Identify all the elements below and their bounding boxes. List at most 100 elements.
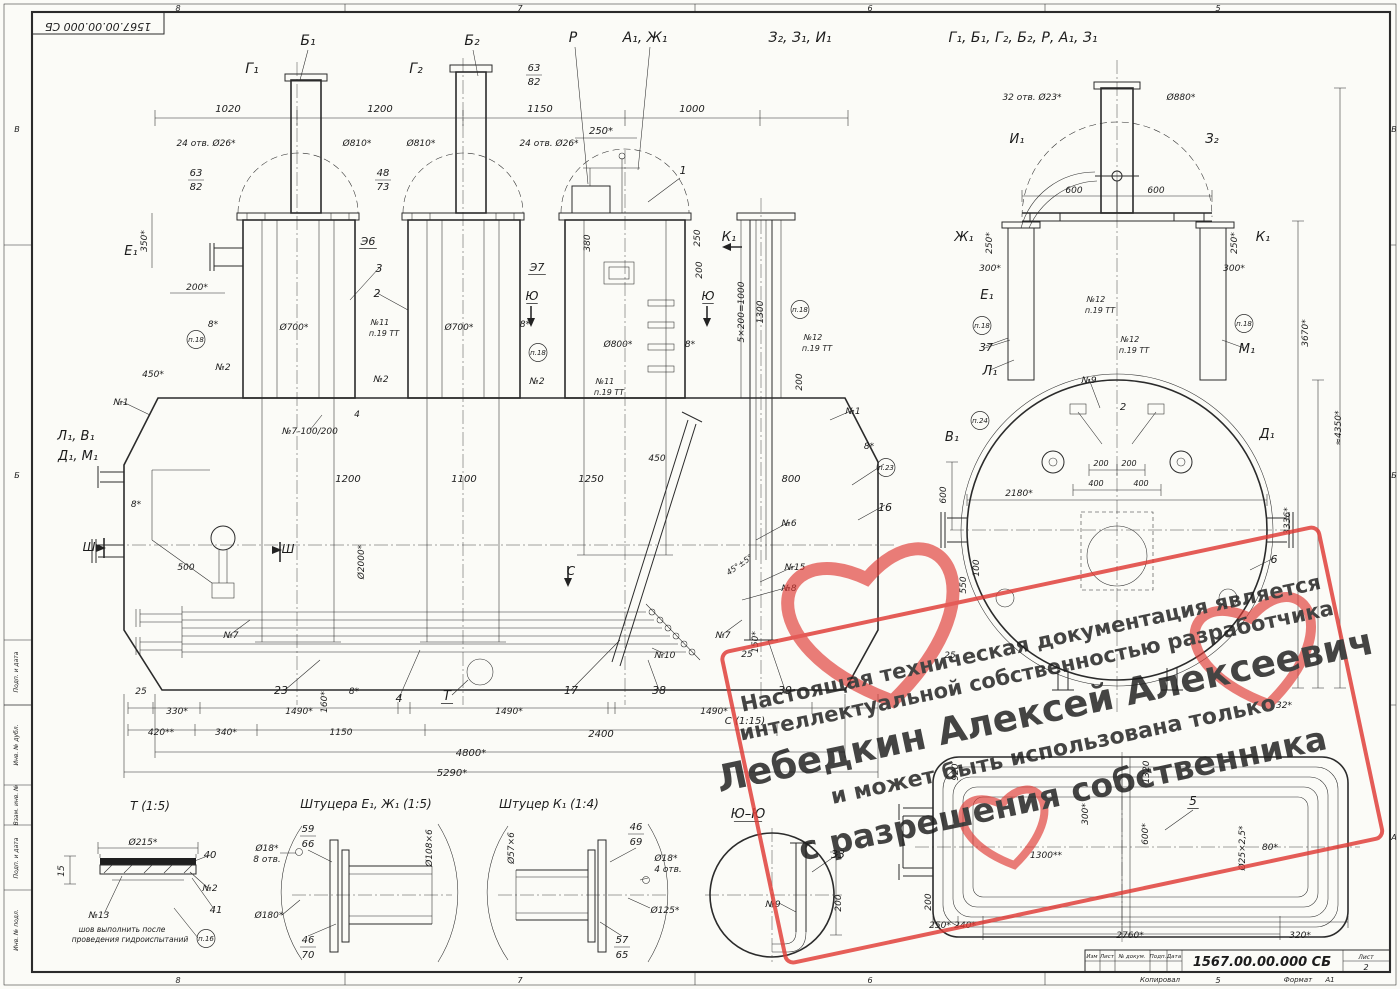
heart-icon — [781, 542, 960, 709]
view-label: Ю–Ю — [731, 807, 766, 822]
dim: 250* — [589, 126, 613, 137]
nozzle-label: Л₁ — [982, 364, 998, 379]
dim: 3670* — [1301, 319, 1311, 347]
item-no: 2 — [1120, 402, 1126, 413]
titleblock-col-izm: Изм — [1086, 954, 1097, 960]
item-no: 63 — [190, 168, 203, 179]
weld-note: №10 — [654, 651, 676, 661]
dim: 450* — [142, 370, 164, 380]
item-no: 63 — [528, 63, 541, 74]
dim: 2180* — [1005, 489, 1033, 499]
dim: 200 — [1121, 459, 1136, 468]
dim: 250* — [985, 232, 995, 254]
dim: 8 отв. — [253, 855, 281, 865]
weld-note: №1 — [112, 398, 128, 408]
callout-circle — [186, 330, 206, 349]
item-no: 59 — [302, 824, 315, 835]
heart-icon — [1189, 592, 1316, 711]
format-value: А1 — [1324, 976, 1334, 984]
dim: 24 отв. Ø26* — [519, 138, 579, 149]
dim: Ø25×2,5* — [1237, 825, 1248, 871]
section-label: Э7 — [529, 261, 545, 274]
item-no: 82 — [528, 77, 541, 88]
dim: 920 — [951, 763, 961, 780]
callout: п.18 — [188, 336, 204, 344]
weld-note: №11 — [370, 318, 390, 327]
weld-note: №7 — [222, 631, 238, 641]
dim: 1150 — [330, 728, 353, 738]
zone-letter: А — [1390, 833, 1396, 842]
dim: 500 — [177, 563, 194, 573]
callout: п.23 — [878, 464, 894, 472]
item-no: 1 — [680, 164, 687, 177]
dim: 1100 — [451, 474, 476, 485]
format-label: Формат — [1284, 976, 1313, 984]
dim: 8* — [520, 320, 531, 330]
dim: 25 — [741, 650, 753, 660]
dim: 300* — [1081, 803, 1091, 825]
view-label: З₂, З₁, И₁ — [768, 30, 831, 46]
view-label: Г₁, Б₁, Г₂, Б₂, Р, А₁, З₁ — [949, 30, 1098, 46]
item-no: 69 — [630, 837, 643, 848]
dim: 32 отв. Ø23* — [1002, 92, 1062, 103]
weld-note: №2 — [201, 884, 217, 894]
zone-letter: Б — [1391, 471, 1397, 480]
dim: 1490* — [700, 707, 728, 717]
item-no: 46 — [630, 822, 643, 833]
section-label: Ш — [282, 542, 295, 556]
callout: п.16 — [198, 935, 214, 943]
titleblock-col-data: Дата — [1166, 954, 1182, 960]
section-label: Э6 — [360, 235, 376, 248]
dim: Ø800* — [603, 339, 633, 350]
dim: 1490* — [495, 707, 523, 717]
item-no: 3 — [376, 262, 383, 275]
dim: 300* — [1223, 264, 1245, 274]
weld-note: п.19 ТТ — [594, 388, 625, 397]
dim: 340* — [215, 728, 237, 738]
detail-nozzle-e1-zh1 — [280, 823, 459, 963]
callout-circle — [790, 300, 810, 319]
sheet-number: 2 — [1363, 963, 1368, 972]
weld-note: п.19 ТТ — [369, 329, 400, 338]
weld-note: №2 — [214, 363, 230, 373]
callout-circle — [528, 343, 548, 362]
callout-circle — [876, 458, 896, 477]
view-label: Т (1:5) — [130, 799, 170, 813]
dim: 300* — [979, 264, 1001, 274]
dim: 1490* — [285, 707, 313, 717]
dim: Ø880* — [1166, 92, 1196, 103]
item-no: 5 — [1189, 794, 1197, 808]
view-label: Б₁ — [300, 33, 315, 49]
weld-note: №12 — [1120, 335, 1140, 344]
dim: 1250 — [578, 474, 603, 485]
dim: 1300** — [1030, 851, 1062, 861]
item-no: 16 — [878, 501, 892, 514]
dim: 250* — [1230, 232, 1240, 254]
dim: Ø18* — [653, 853, 678, 864]
dim: 200* — [186, 283, 208, 293]
dim: 350* — [140, 230, 150, 252]
zone-number: 6 — [867, 4, 872, 13]
nozzle-label: Е₁ — [124, 244, 137, 259]
titleblock-col-list: Лист — [1099, 954, 1115, 960]
callout: п.24 — [972, 417, 988, 425]
callout: п.18 — [1236, 320, 1252, 328]
dim: Ø810* — [342, 138, 372, 149]
dim: 1000 — [679, 104, 704, 115]
section-label: Ю — [702, 289, 715, 303]
dim: 600* — [1141, 823, 1151, 845]
titleblock-col-dokum: № докум. — [1117, 954, 1145, 960]
dim: 400 — [1088, 479, 1103, 488]
dim: 2760* — [1116, 931, 1144, 941]
dim: 32* — [1276, 701, 1292, 711]
zone-number: 7 — [517, 976, 523, 985]
kopiroval-label: Копировал — [1140, 976, 1181, 984]
item-no: 2 — [374, 287, 381, 300]
weld-note: №6 — [780, 519, 796, 529]
zone-number: 5 — [1215, 976, 1220, 985]
dim: 25 — [944, 651, 956, 661]
dim: 550 — [959, 576, 969, 593]
view-label: Г₂ — [409, 61, 423, 77]
